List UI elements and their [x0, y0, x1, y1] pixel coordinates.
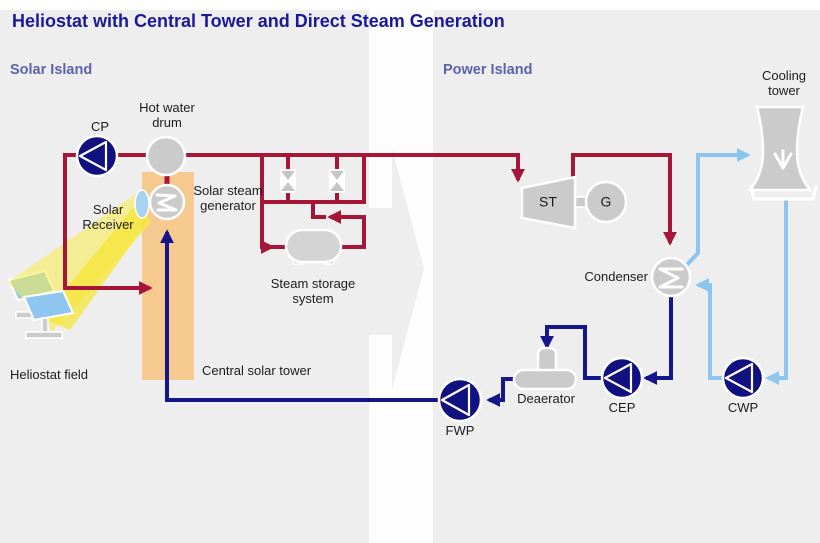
valve-icon-right — [329, 169, 345, 193]
pipe-condenser-to-cooling-tower — [682, 148, 751, 270]
pipe-cep-to-deaerator — [540, 325, 602, 380]
cep-pump-icon — [600, 356, 644, 400]
pipe-exhaust-to-condenser — [571, 153, 677, 246]
cooling-tower-label: Cooling tower — [761, 68, 807, 99]
generator-icon — [584, 180, 628, 224]
valve-icon-left — [280, 169, 296, 193]
heliostat-field-label: Heliostat field — [10, 367, 89, 382]
central-solar-tower-label: Central solar tower — [202, 363, 312, 378]
solar-island-label: Solar Island — [10, 62, 93, 78]
pipes — [63, 148, 788, 407]
steam-turbine-icon — [520, 175, 590, 230]
pipe-valve-manifold — [260, 153, 366, 204]
heliostat-field-icon — [7, 193, 151, 339]
fwp-label: FWP — [445, 423, 475, 438]
page-title: Heliostat with Central Tower and Direct … — [12, 11, 505, 31]
generator-label: G — [600, 193, 612, 210]
pipe-main-steam-to-turbine — [63, 153, 525, 183]
pipe-deaerator-to-fwp — [486, 377, 518, 407]
hot-water-drum-icon — [145, 135, 187, 177]
pipe-storage-return — [311, 200, 326, 219]
pipe-cooling-tower-to-cwp — [765, 200, 788, 385]
heliostat-post-front — [41, 317, 49, 334]
condenser-label: Condenser — [584, 269, 648, 284]
hot-water-drum-label: Hot water drum — [139, 100, 195, 131]
pipe-cp-to-receiver — [63, 153, 153, 295]
pipe-condenser-to-cep — [643, 296, 673, 385]
solar-steam-generator-icon — [148, 183, 186, 221]
spray-icon — [773, 149, 793, 170]
deaerator-label: Deaerator — [517, 391, 575, 406]
heliostat-base-front — [25, 331, 63, 339]
steam-storage-label: Steam storage system — [270, 276, 356, 307]
island-divider-arrow — [363, 10, 433, 543]
fwp-pump-icon — [437, 377, 483, 423]
solar-receiver-label: Solar Receiver — [82, 202, 134, 233]
deaerator-icon — [512, 346, 578, 391]
cwp-pump-icon — [721, 356, 765, 400]
cep-label: CEP — [608, 400, 636, 415]
cp-pump-icon — [75, 134, 119, 178]
heliostat-mirror-front — [22, 289, 75, 322]
cooling-tower-icon — [747, 105, 818, 201]
pipe-cwp-to-condenser — [695, 278, 723, 380]
solar-steam-generator-label: Solar steam generator — [193, 183, 263, 214]
power-island-label: Power Island — [443, 62, 533, 78]
cp-label: CP — [90, 119, 110, 134]
cwp-label: CWP — [727, 400, 759, 415]
steam-storage-tank-icon — [284, 228, 343, 265]
sunbeam-bright — [42, 199, 149, 330]
steam-turbine-label: ST — [539, 193, 557, 210]
condenser-icon — [650, 256, 692, 298]
